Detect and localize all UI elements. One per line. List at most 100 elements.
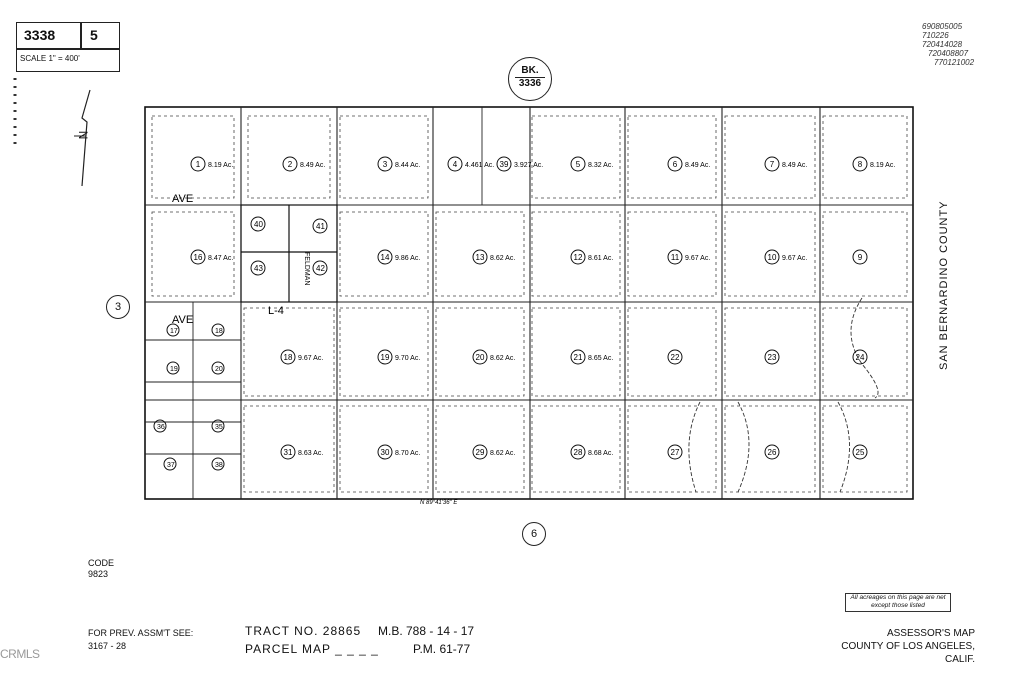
parcel-circle xyxy=(190,249,206,265)
parcel-circle xyxy=(852,349,868,365)
parcel-number: 42 xyxy=(316,264,325,273)
block-label: L-4 xyxy=(268,305,284,317)
svg-text:36: 36 xyxy=(157,424,165,431)
parcel-label[interactable]: 26 xyxy=(764,444,780,460)
parcel-label[interactable]: 20 8.62 Ac. xyxy=(472,349,515,365)
parcel-circle xyxy=(570,249,586,265)
parcel-acreage: 8.62 Ac. xyxy=(490,355,515,362)
parcel-circle xyxy=(377,156,393,172)
prev-assessment-value: 3167 - 28 xyxy=(88,641,127,651)
parcel-circle xyxy=(570,156,586,172)
parcel-number: 43 xyxy=(254,264,263,273)
code-value: 9823 xyxy=(88,569,109,579)
code-label: CODE xyxy=(88,558,115,568)
parcel-circle xyxy=(280,349,296,365)
parcel-circle xyxy=(667,349,683,365)
parcel-acreage: 9.67 Ac. xyxy=(782,255,807,262)
parcel-label[interactable]: 9 xyxy=(852,249,868,265)
parcel-label[interactable]: 27 xyxy=(667,444,683,460)
code-block: CODE 9823 xyxy=(88,558,114,580)
reference-number: 720408807 xyxy=(928,49,969,58)
parcel-circle xyxy=(852,249,868,265)
parcel-acreage: 8.49 Ac. xyxy=(685,162,710,169)
parcel-number: 28 xyxy=(574,448,583,457)
book-number: 3338 xyxy=(24,27,56,43)
parcel-number: 14 xyxy=(381,253,390,262)
parcel-circle xyxy=(764,444,780,460)
tract-number: TRACT NO. 28865 xyxy=(245,624,362,638)
parcel-circle xyxy=(852,444,868,460)
parcel-circle xyxy=(447,156,463,172)
svg-text:18: 18 xyxy=(215,328,223,335)
parcel-label[interactable]: 23 xyxy=(764,349,780,365)
parcel-number: 21 xyxy=(574,353,583,362)
parcel-number: 6 xyxy=(673,160,678,169)
slope-easements xyxy=(688,297,879,493)
parcel-label[interactable]: 24 xyxy=(852,349,868,365)
parcel-label[interactable]: 6 8.49 Ac. xyxy=(667,156,710,172)
parcel-number: 12 xyxy=(574,253,583,262)
parcel-label[interactable]: 4 4.461 Ac. xyxy=(447,156,494,172)
header-divider xyxy=(16,48,120,50)
small-parcels xyxy=(145,302,241,499)
parcel-label[interactable]: 14 9.86 Ac. xyxy=(377,249,420,265)
parcel-acreage: 8.19 Ac. xyxy=(208,162,233,169)
parcel-circle xyxy=(377,349,393,365)
parcel-circle xyxy=(764,156,780,172)
parcel-number: 26 xyxy=(768,448,777,457)
parcel-label[interactable]: 25 xyxy=(852,444,868,460)
adjacent-page-west[interactable]: 3 xyxy=(106,295,130,319)
parcel-circle xyxy=(282,156,298,172)
parcel-acreage: 4.461 Ac. xyxy=(465,162,494,169)
previous-assessment: FOR PREV. ASSM'T SEE: 3167 - 28 xyxy=(88,627,193,653)
parcel-circle-41 xyxy=(312,218,328,234)
svg-text:38: 38 xyxy=(215,462,223,469)
parcel-map: AVE AVE L-4 FELDMAN 40 41 43 42 17 18 19… xyxy=(144,106,914,506)
parcel-number: 5 xyxy=(576,160,581,169)
map-header-box xyxy=(16,22,120,72)
svg-text:19: 19 xyxy=(170,366,178,373)
parcel-number: 20 xyxy=(476,353,485,362)
page-number: 5 xyxy=(90,27,98,43)
parcel-circle xyxy=(852,156,868,172)
parcel-map-ref: P.M. 61-77 xyxy=(413,642,471,656)
reference-number: 770121002 xyxy=(934,58,975,67)
parcel-number: 40 xyxy=(254,220,263,229)
parcel-circle xyxy=(667,444,683,460)
small-parcel-circles: 17 18 19 20 36 35 37 38 xyxy=(153,323,225,471)
parcel-number: 27 xyxy=(671,448,680,457)
parcel-circle xyxy=(667,156,683,172)
parcel-number: 25 xyxy=(856,448,865,457)
parcel-number: 4 xyxy=(453,160,458,169)
parcel-number: 18 xyxy=(284,353,293,362)
book-reference-circle: BK. 3336 xyxy=(508,57,552,101)
parcel-label[interactable]: 22 xyxy=(667,349,683,365)
parcel-circle xyxy=(472,249,488,265)
book-ref-prefix: BK. xyxy=(521,65,539,76)
parcel-number: 39 xyxy=(500,160,509,169)
parcel-acreage: 9.86 Ac. xyxy=(395,255,420,262)
adjacent-page-south[interactable]: 6 xyxy=(522,522,546,546)
parcel-acreage: 8.70 Ac. xyxy=(395,450,420,457)
parcel-acreage: 8.47 Ac. xyxy=(208,255,233,262)
